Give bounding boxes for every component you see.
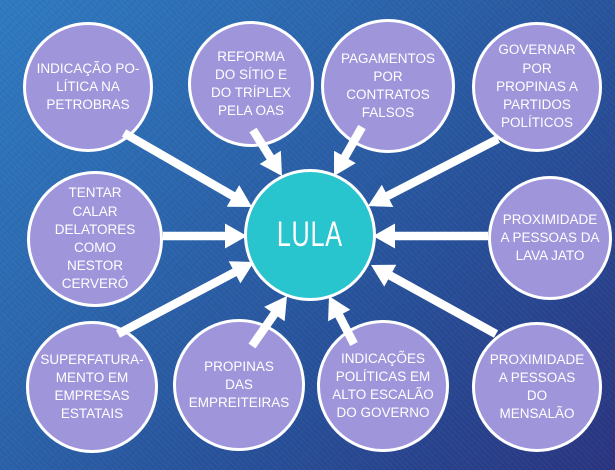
arrow-from-propinas-das-empreiteiras xyxy=(248,296,287,349)
node-lula: LULA xyxy=(244,169,376,301)
arrow-from-pagamentos-por-contratos-falsos xyxy=(334,124,366,176)
arrow-from-proximidade-a-pessoas-da-lava-jato xyxy=(373,223,488,249)
arrow-from-superfaturamento-em-empresas-estatais xyxy=(116,261,254,338)
arrow-from-indicacao-politica-na-petrobras xyxy=(121,129,252,207)
arrow-from-indicacoes-politicas-em-alto-escalao-do-governo xyxy=(328,296,358,346)
center-node-label: LULA xyxy=(277,215,343,254)
arrow-from-governar-por-propinas-a-partidos-politicos xyxy=(368,135,500,208)
arrow-from-proximidade-a-pessoas-do-mensalao xyxy=(371,264,499,338)
arrow-from-tentar-calar-delatores-como-nestor-cervero xyxy=(163,223,247,249)
arrow-from-reforma-do-sitio-e-do-triplex-pela-oas xyxy=(249,127,282,176)
